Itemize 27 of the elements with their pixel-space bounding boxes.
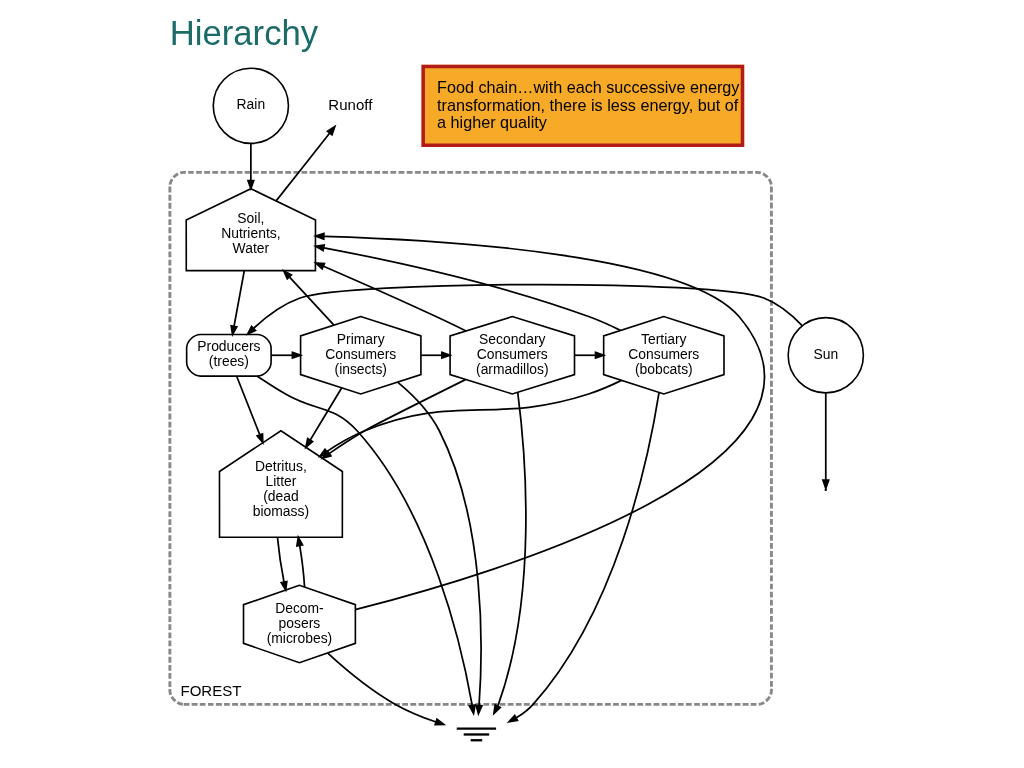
arrow [326, 652, 447, 726]
arrow [821, 392, 830, 491]
label: Food chain…with each successive energy transformation, there is less energy, but of a higher quality [437, 78, 740, 132]
node-box: Producers (trees) [185, 333, 272, 377]
diagram-title: Hierarchy [169, 14, 319, 53]
arrow [573, 351, 607, 360]
arrow [246, 142, 255, 192]
node-circle: Sun [787, 316, 865, 394]
node-circle: Rain [212, 67, 290, 145]
arrow [295, 534, 306, 588]
arrow [275, 124, 337, 202]
arrow [492, 391, 527, 716]
arrow [420, 351, 453, 360]
arrow [256, 375, 477, 717]
arrow [245, 283, 804, 336]
arrow [235, 375, 264, 445]
arrow [506, 392, 660, 724]
node-text: Runoff [328, 95, 373, 113]
arrow [313, 261, 467, 332]
arrow [313, 243, 622, 332]
arrow [282, 268, 335, 326]
arrow [230, 270, 246, 337]
arrow [304, 387, 343, 450]
arrow [276, 536, 288, 593]
arrow [270, 351, 304, 360]
arrow [313, 232, 765, 611]
arrow [396, 381, 484, 717]
